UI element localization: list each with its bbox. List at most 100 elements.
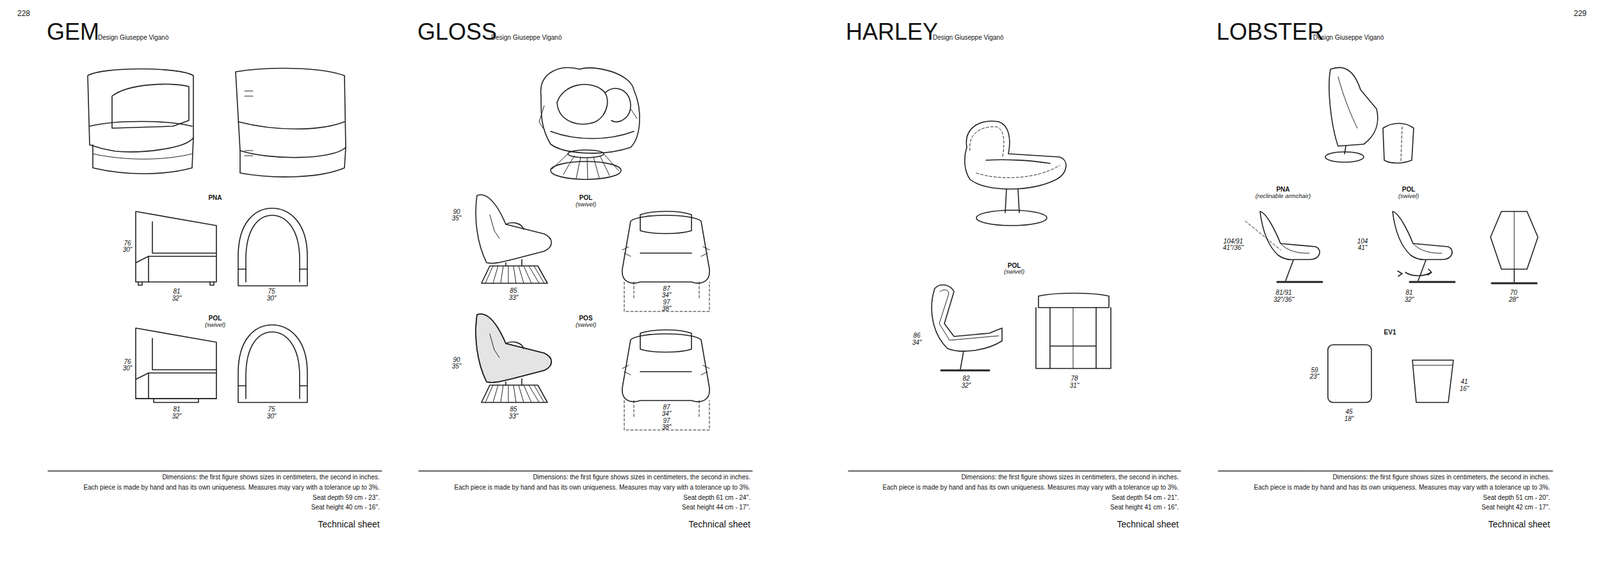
lobster-perspective — [1344, 145, 1346, 154]
footer-note: Each piece is made by hand and has its o… — [1254, 483, 1551, 491]
gem-views — [138, 281, 214, 285]
dimension-label: 75 — [267, 405, 275, 413]
footer-note: Dimensions: the first figure shows sizes… — [161, 473, 380, 481]
designer-credit: Design Giuseppe Viganò — [1313, 33, 1384, 41]
dimension-label: 31" — [1069, 381, 1080, 389]
gloss-views — [475, 194, 710, 430]
dimension-label: 33" — [509, 412, 519, 420]
page-number: 228 — [17, 9, 31, 18]
gem-perspective — [92, 153, 193, 159]
footer-rules — [48, 469, 382, 471]
dimension-label: 78 — [1070, 374, 1078, 382]
dimension-label: 35" — [452, 214, 462, 222]
gem-views — [135, 211, 217, 282]
harley-perspective — [976, 210, 1047, 226]
harley-views — [931, 284, 1003, 351]
model-note: (swivel) — [204, 321, 226, 328]
lobster-views — [1245, 211, 1538, 403]
designer-credit: Design Giuseppe Viganò — [491, 33, 562, 41]
footer-rules — [48, 470, 1553, 472]
dimension-label: 76 — [123, 239, 131, 247]
dimension-label: 30" — [122, 364, 133, 372]
product-name: GEM — [46, 19, 100, 45]
harley-views — [1035, 307, 1111, 369]
footer-note: Seat height 44 cm - 17". — [681, 503, 751, 511]
lobster-views — [1392, 211, 1455, 282]
dimension-label: 33" — [509, 293, 519, 301]
lobster-perspective — [1338, 76, 1358, 129]
lobster-perspective — [1325, 67, 1414, 163]
dimension-label: 32"/36" — [1273, 295, 1294, 303]
dimension-label: 85 — [509, 286, 517, 294]
dimension-label: 70 — [1509, 288, 1517, 296]
gem-views — [135, 327, 217, 399]
gloss-views — [622, 211, 710, 312]
model-note: (swivel) — [575, 321, 597, 328]
gloss-views — [475, 313, 552, 383]
dimension-label: 38" — [662, 423, 672, 431]
model-code: POL — [208, 314, 223, 322]
dimension-label: 82 — [962, 374, 970, 382]
gloss-perspective — [551, 153, 619, 180]
dimension-label: 45 — [1345, 407, 1353, 415]
footer-note: Each piece is made by hand and has its o… — [454, 483, 751, 491]
gem-perspective — [87, 69, 194, 153]
lobster-perspective — [1325, 151, 1364, 162]
gem-perspective — [87, 68, 346, 178]
dimension-label: 76 — [123, 357, 131, 365]
gloss-views — [475, 313, 552, 403]
gem-perspective — [89, 121, 193, 127]
gloss-perspective — [567, 149, 604, 158]
footer-note: Each piece is made by hand and has its o… — [83, 483, 380, 491]
dimension-label: 41" — [1357, 243, 1368, 251]
harley-views — [939, 289, 999, 340]
model-note: (swivel) — [1398, 192, 1419, 200]
gem-views — [238, 208, 308, 286]
gem-views — [238, 324, 308, 403]
harley-views — [1038, 293, 1109, 308]
lobster-perspective — [1329, 67, 1378, 146]
lobster-views — [1245, 220, 1281, 250]
product-name: LOBSTER — [1216, 19, 1325, 45]
lobster-perspective — [1400, 126, 1403, 162]
page-number: 229 — [1573, 9, 1587, 18]
harley-perspective — [976, 165, 1060, 178]
gem-perspective — [235, 68, 346, 158]
model-code: PNA — [208, 193, 222, 202]
lobster-views — [1490, 211, 1538, 269]
harley-perspective — [1005, 188, 1020, 213]
dimension-label: 32" — [1404, 295, 1415, 303]
dimension-label: 32" — [961, 381, 972, 389]
product-name: HARLEY — [845, 19, 938, 45]
dimension-label: 41 — [1460, 377, 1468, 385]
dimension-label: 30" — [266, 412, 277, 420]
dimension-label: 90 — [452, 208, 460, 216]
dimension-label: 18" — [1344, 414, 1355, 422]
model-note: (swivel) — [1003, 268, 1025, 275]
footer-note: Dimensions: the first figure shows sizes… — [1332, 473, 1551, 481]
gloss-perspective — [539, 105, 638, 129]
footer-note: Seat height 40 cm - 16". — [311, 503, 380, 511]
lobster-views — [1397, 270, 1403, 276]
dimension-label: 97 — [662, 298, 670, 306]
harley-perspective — [969, 126, 1004, 157]
dimension-label: 59 — [1310, 366, 1318, 374]
sheet-label: Technical sheet — [1116, 519, 1179, 529]
harley-perspective — [964, 121, 1067, 189]
gloss-views — [622, 329, 710, 430]
lobster-views — [1513, 268, 1515, 282]
footer-note: Each piece is made by hand and has its o… — [882, 483, 1179, 491]
sheet-label: Technical sheet — [688, 519, 751, 529]
gloss-perspective — [550, 161, 622, 180]
dimension-label: 87 — [662, 403, 670, 411]
dimension-label: 85 — [509, 405, 517, 413]
dimension-label: 28" — [1509, 295, 1519, 303]
gem-perspective — [238, 121, 345, 129]
model-code: PNA — [1276, 185, 1290, 193]
footer-note: Seat depth 61 cm - 24". — [683, 493, 751, 501]
lobster-views — [1260, 211, 1323, 282]
designer-credit: Design Giuseppe Viganò — [932, 33, 1004, 41]
footer-rules — [1218, 469, 1553, 471]
model-code: POL — [579, 193, 593, 202]
lobster-views — [1514, 211, 1515, 269]
